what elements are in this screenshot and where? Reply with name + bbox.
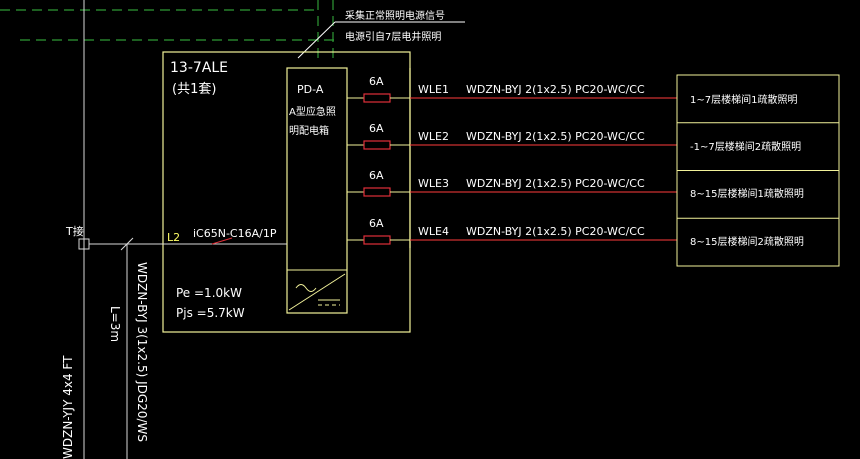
main-cable-label: WDZN-YJY 4x4 FT	[61, 355, 75, 459]
device-desc-line1: A型应急照	[289, 105, 336, 118]
circuit-rating: 6A	[369, 169, 384, 182]
circuit-wle4: 6A WLE4 WDZN-BYJ 2(1x2.5) PC20-WC/CC	[347, 217, 677, 245]
load-description: -1~7层楼梯间2疏散照明	[690, 140, 801, 153]
circuit-fuse	[363, 235, 391, 245]
circuit-cable-spec: WDZN-BYJ 2(1x2.5) PC20-WC/CC	[466, 225, 645, 238]
incoming-breaker-label: iC65N-C16A/1P	[193, 227, 277, 240]
branch-length-label: L=3m	[108, 306, 122, 342]
breaker-contact	[211, 237, 233, 245]
tap-label: T接	[65, 225, 84, 238]
circuit-rating: 6A	[369, 217, 384, 230]
circuit-fuse	[363, 93, 391, 103]
inverter-sine-wave	[295, 284, 317, 292]
load-table-rows: 1~7层楼梯间1疏散照明 -1~7层楼梯间2疏散照明 8~15层楼梯间1疏散照明 8~…	[677, 93, 839, 248]
panel-qty: (共1套)	[172, 81, 216, 97]
circuit-rating: 6A	[369, 122, 384, 135]
load-description: 8~15层楼梯间1疏散照明	[690, 187, 804, 200]
circuit-fuse	[363, 187, 391, 197]
device-model: PD-A	[297, 83, 324, 96]
load-description: 8~15层楼梯间2疏散照明	[690, 235, 804, 248]
circuit-wle2: 6A WLE2 WDZN-BYJ 2(1x2.5) PC20-WC/CC	[347, 122, 677, 150]
circuit-cable-spec: WDZN-BYJ 2(1x2.5) PC20-WC/CC	[466, 83, 645, 96]
inverter-symbol	[288, 273, 346, 311]
incoming-supply	[78, 0, 287, 459]
device-box	[286, 67, 348, 314]
circuit-id: WLE2	[418, 130, 449, 143]
circuit-wle1: 6A WLE1 WDZN-BYJ 2(1x2.5) PC20-WC/CC	[347, 75, 677, 103]
dashed-signal-lines	[0, 0, 340, 58]
circuit-id: WLE4	[418, 225, 449, 238]
load-description: 1~7层楼梯间1疏散照明	[690, 93, 797, 106]
inverter-diagonal	[288, 273, 346, 311]
note-source: 电源引自7层电井照明	[345, 30, 441, 43]
calculated-power: Pjs =5.7kW	[176, 306, 245, 320]
installed-power: Pe =1.0kW	[176, 286, 242, 300]
circuit-cable-spec: WDZN-BYJ 2(1x2.5) PC20-WC/CC	[466, 177, 645, 190]
circuit-cable-spec: WDZN-BYJ 2(1x2.5) PC20-WC/CC	[466, 130, 645, 143]
device-desc-line2: 明配电箱	[289, 124, 329, 137]
circuit-wle3: 6A WLE3 WDZN-BYJ 2(1x2.5) PC20-WC/CC	[347, 169, 677, 197]
note-signal: 采集正常照明电源信号	[345, 9, 445, 22]
circuit-id: WLE3	[418, 177, 449, 190]
circuit-id: WLE1	[418, 83, 449, 96]
circuit-fuse	[363, 140, 391, 150]
panel-id: 13-7ALE	[170, 60, 228, 76]
phase-label: L2	[167, 231, 180, 244]
branch-cable-label: WDZN-BYJ 3(1x2.5) JDG20/WS	[135, 262, 149, 442]
circuit-rating: 6A	[369, 75, 384, 88]
